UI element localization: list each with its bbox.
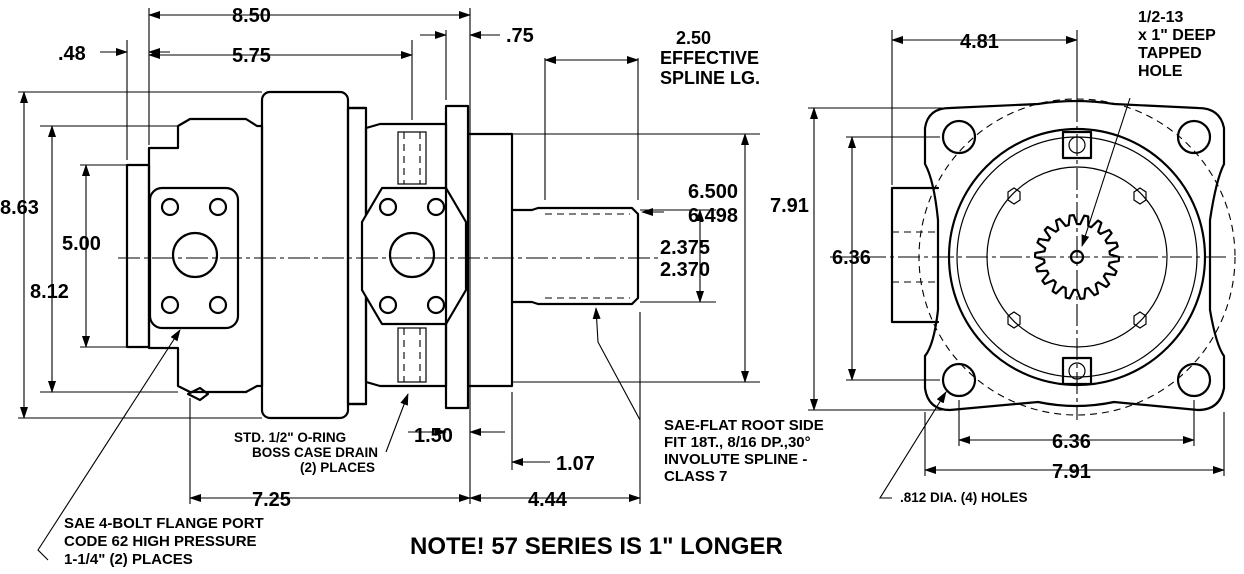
dim-flange-offset: .48 [58, 43, 86, 65]
svg-text:x 1" DEEP: x 1" DEEP [1138, 27, 1216, 44]
spline-length-note: 2.50 EFFECTIVE SPLINE LG. [660, 28, 760, 88]
dim-pilot-dia-max: 6.500 [688, 181, 738, 203]
mount-hole-br [1176, 362, 1212, 398]
rotor-housing [260, 90, 350, 420]
end-port-boss [890, 186, 940, 324]
svg-text:FIT 18T., 8/16 DP.,30°: FIT 18T., 8/16 DP.,30° [664, 434, 811, 451]
dim-bolt-spacing-horizontal: 6.36 [1052, 431, 1091, 453]
dim-pilot-length: 1.50 [414, 425, 453, 447]
end-view [830, 98, 1236, 420]
leader-lines [37, 208, 664, 561]
dim-shaft-dia-min: 2.370 [660, 259, 710, 281]
svg-text:SAE-FLAT ROOT SIDE: SAE-FLAT ROOT SIDE [664, 417, 824, 434]
dim-bolt-circle-vertical: 6.36 [832, 247, 871, 269]
dim-body-length: 5.75 [232, 45, 271, 67]
svg-text:CLASS 7: CLASS 7 [664, 468, 727, 485]
side-view-dimension-text: 8.50 .48 5.75 .75 8.63 8.12 5.00 6.500 6… [0, 5, 738, 511]
svg-text:1/2-13: 1/2-13 [1138, 9, 1183, 26]
svg-text:BOSS CASE DRAIN: BOSS CASE DRAIN [252, 445, 378, 460]
rear-cap [125, 163, 151, 349]
svg-text:2.50: 2.50 [676, 28, 711, 48]
pilot [466, 132, 514, 388]
end-view-dimension-text: 4.81 7.91 6.36 6.36 7.91 .812 DIA. (4) H… [770, 31, 1091, 505]
mount-hole-tl [941, 119, 977, 155]
end-dimension-lines [810, 36, 1225, 499]
front-port-flange [360, 186, 468, 326]
rear-port-bore [171, 231, 219, 279]
dim-shaft-dia-max: 2.375 [660, 237, 710, 259]
dim-port-centers: 5.00 [62, 233, 101, 255]
svg-text:(2) PLACES: (2) PLACES [300, 460, 375, 475]
case-drain-note: STD. 1/2" O-RING BOSS CASE DRAIN (2) PLA… [234, 430, 378, 475]
svg-text:1-1/4" (2) PLACES: 1-1/4" (2) PLACES [64, 551, 193, 568]
dimension-lines [20, 11, 749, 502]
dim-shaft-length: 1.07 [556, 453, 595, 475]
svg-text:EFFECTIVE: EFFECTIVE [660, 48, 759, 68]
svg-text:STD. 1/2" O-RING: STD. 1/2" O-RING [234, 430, 346, 445]
svg-text:HOLE: HOLE [1138, 63, 1183, 80]
dim-pilot-dia-min: 6.498 [688, 205, 738, 227]
extension-lines [18, 8, 760, 504]
dim-flange-thickness: .75 [506, 25, 534, 47]
svg-text:CODE 62 HIGH PRESSURE: CODE 62 HIGH PRESSURE [64, 533, 257, 550]
dim-overall-length: 8.50 [232, 5, 271, 27]
spline-spec-note: SAE-FLAT ROOT SIDE FIT 18T., 8/16 DP.,30… [664, 417, 824, 485]
dim-flange-height: 7.91 [770, 195, 809, 217]
mount-hole-bl [941, 362, 977, 398]
output-shaft [510, 206, 640, 306]
mount-hole-tr [1176, 119, 1212, 155]
mount-flange [444, 104, 470, 410]
front-port-bore [388, 231, 436, 279]
dim-flange-width: 7.91 [1052, 461, 1091, 483]
side-view [118, 90, 660, 420]
svg-text:SPLINE LG.: SPLINE LG. [660, 68, 760, 88]
dim-mount-to-shaft-end: 4.44 [528, 489, 568, 511]
series-note: NOTE! 57 SERIES IS 1" LONGER [410, 533, 783, 560]
end-flange-outline [923, 99, 1226, 412]
mount-holes-note: .812 DIA. (4) HOLES [900, 490, 1028, 505]
dim-bolt-span-top: 4.81 [960, 31, 999, 53]
svg-text:SAE 4-BOLT FLANGE PORT: SAE 4-BOLT FLANGE PORT [64, 515, 264, 532]
flange-port-note: SAE 4-BOLT FLANGE PORT CODE 62 HIGH PRES… [64, 515, 264, 568]
dim-height-body: 8.12 [30, 281, 69, 303]
svg-text:TAPPED: TAPPED [1138, 45, 1202, 62]
dim-height-overall: 8.63 [0, 197, 39, 219]
svg-text:INVOLUTE SPLINE -: INVOLUTE SPLINE - [664, 451, 807, 468]
tapped-hole-note: 1/2-13 x 1" DEEP TAPPED HOLE [1138, 9, 1216, 80]
dim-port-to-mount: 7.25 [252, 489, 291, 511]
